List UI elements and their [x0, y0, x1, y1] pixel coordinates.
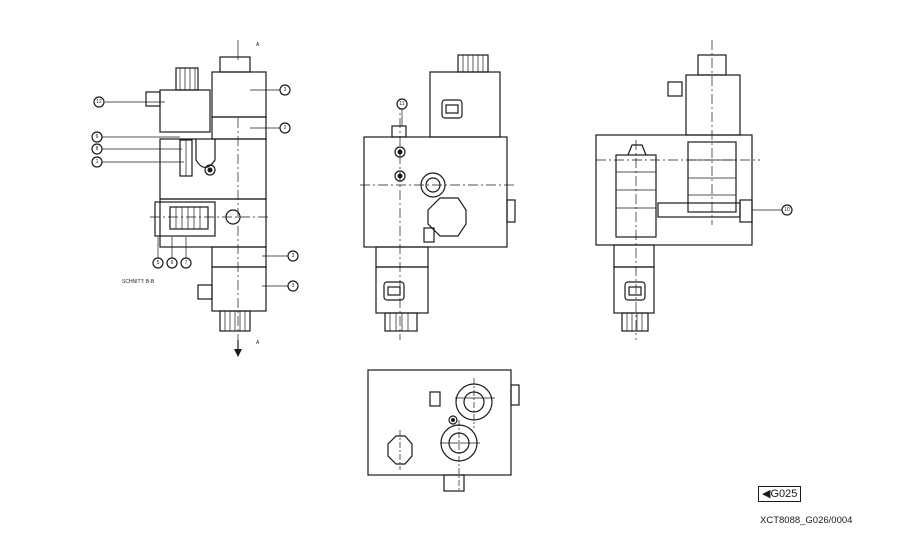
svg-text:2: 2: [284, 125, 287, 131]
section-mark-top: A: [256, 42, 260, 48]
callout-6-upper: 6: [91, 131, 103, 143]
callout-1: 1: [91, 156, 103, 168]
left-view-section: 12 3 2 6 8 1 5 6 7 3 3 SCHNITT: B-B A A: [91, 40, 299, 357]
svg-text:1: 1: [96, 159, 99, 165]
svg-text:6: 6: [96, 134, 99, 140]
callout-5: 5: [152, 257, 164, 269]
right-view-side: 10: [595, 40, 793, 340]
drawing-number: XCT8088_G026/0004: [760, 515, 853, 526]
svg-text:11: 11: [399, 101, 404, 107]
svg-text:3: 3: [292, 253, 295, 259]
middle-view-front: 11: [360, 54, 516, 340]
svg-text:3: 3: [284, 87, 287, 93]
svg-text:8: 8: [96, 146, 99, 152]
svg-text:7: 7: [185, 260, 188, 266]
reference-tag: ◀G025: [758, 486, 802, 502]
svg-text:10: 10: [784, 207, 790, 213]
section-mark-bottom: A: [256, 340, 260, 346]
svg-text:6: 6: [171, 260, 174, 266]
svg-text:3: 3: [292, 283, 295, 289]
callout-3-mid: 3: [287, 250, 299, 262]
svg-text:5: 5: [157, 260, 160, 266]
section-label: SCHNITT: B-B: [122, 279, 155, 285]
callout-3-top: 3: [279, 84, 291, 96]
callout-8-upper: 8: [91, 143, 103, 155]
callout-10: 10: [781, 204, 793, 216]
callout-6-lower: 6: [166, 257, 178, 269]
callout-7: 7: [180, 257, 192, 269]
svg-text:12: 12: [96, 99, 102, 105]
callout-2: 2: [279, 122, 291, 134]
callout-11: 11: [396, 98, 408, 110]
callout-12: 12: [93, 96, 105, 108]
callout-3-bottom: 3: [287, 280, 299, 292]
bottom-view-top: [367, 369, 520, 492]
